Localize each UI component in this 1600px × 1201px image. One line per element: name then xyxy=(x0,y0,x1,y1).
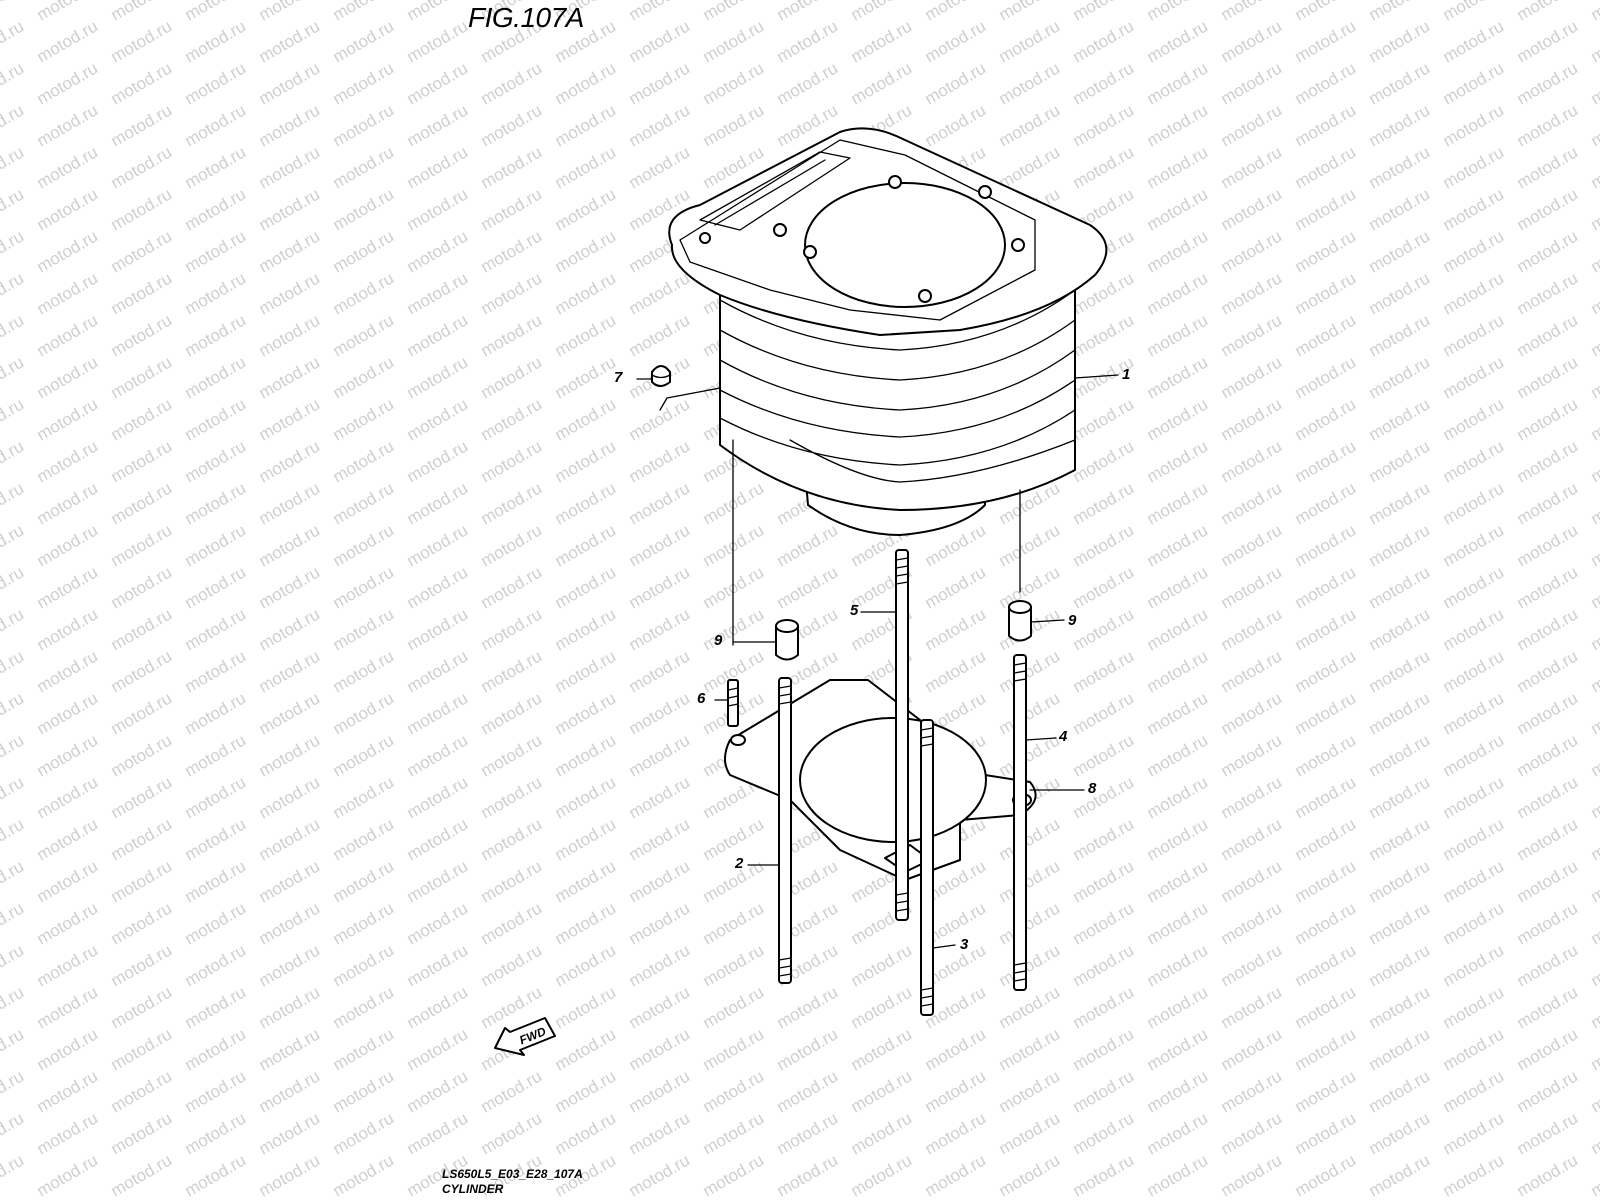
callout-8: 8 xyxy=(1088,780,1097,797)
callout-1: 1 xyxy=(1122,366,1131,383)
dowel-pin-6 xyxy=(727,679,739,727)
callout-9-left: 9 xyxy=(714,632,723,649)
dowel-9-left xyxy=(775,619,799,661)
stud-bolt-2 xyxy=(778,677,792,984)
callout-3: 3 xyxy=(960,936,969,953)
stud-bolt-3 xyxy=(920,719,934,1016)
callout-9-right: 9 xyxy=(1068,612,1077,629)
cylinder-gasket xyxy=(724,679,1037,881)
callout-2: 2 xyxy=(735,855,744,872)
callout-7: 7 xyxy=(614,369,623,386)
plug-7 xyxy=(651,365,671,387)
callout-4: 4 xyxy=(1059,728,1068,745)
model-code: LS650L5_E03_E28_107A xyxy=(442,1167,583,1181)
callout-6: 6 xyxy=(697,690,706,707)
fwd-arrow-icon: FWD xyxy=(494,1017,556,1056)
cylinder-block xyxy=(668,127,1108,536)
figure-title: FIG.107A xyxy=(468,2,584,33)
callout-5: 5 xyxy=(850,602,859,619)
dowel-9-right xyxy=(1008,600,1032,642)
figure-caption: CYLINDER xyxy=(442,1182,504,1196)
stud-bolt-4 xyxy=(1013,654,1027,991)
stud-bolt-5 xyxy=(895,549,909,921)
